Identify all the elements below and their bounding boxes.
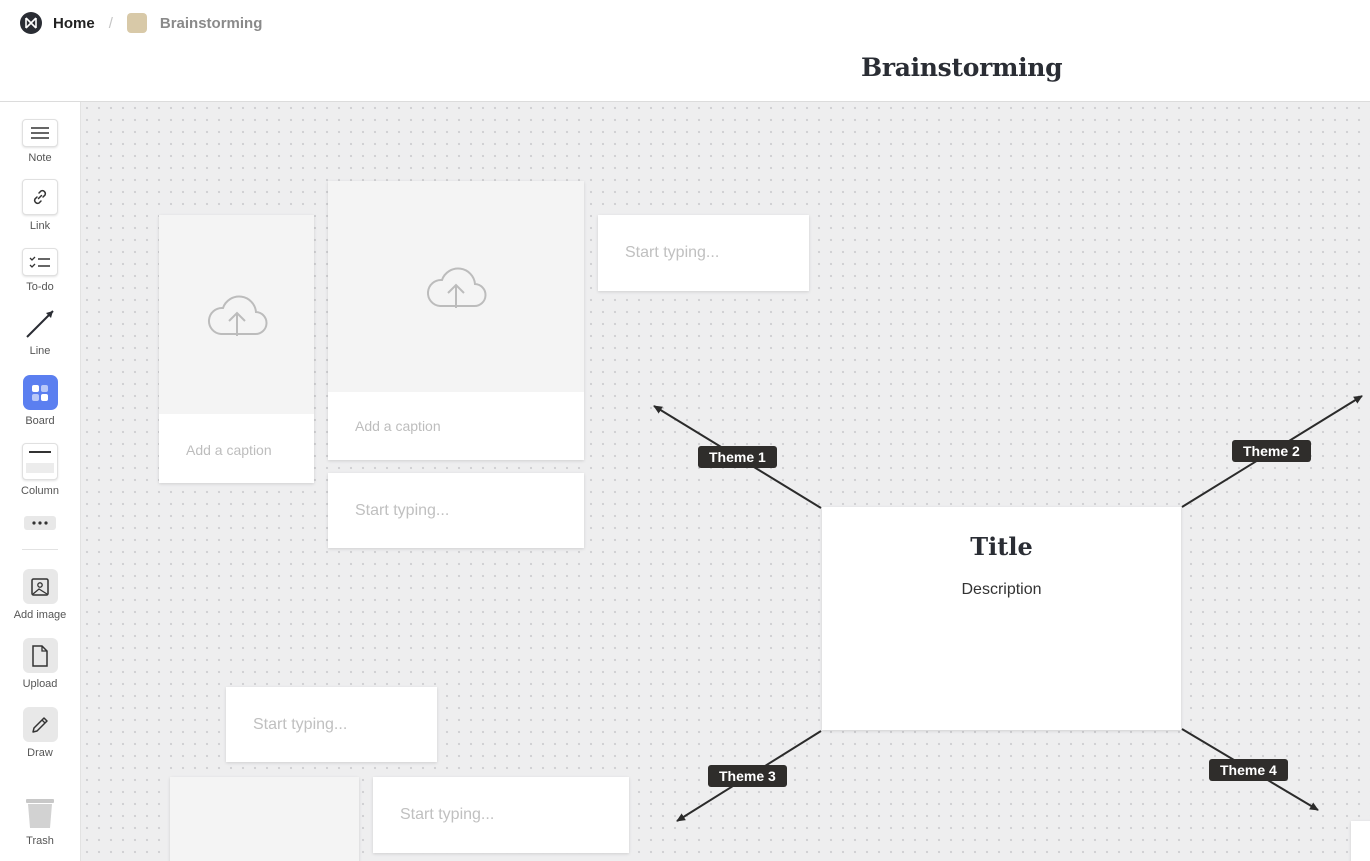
tool-draw[interactable]: Draw — [0, 707, 80, 759]
cloud-upload-icon — [427, 267, 487, 308]
image-card[interactable]: Add a caption — [159, 215, 314, 483]
tool-note-label: Note — [28, 152, 52, 164]
board-icon — [22, 375, 58, 410]
tool-todo-label: To-do — [26, 281, 54, 293]
tool-column-label: Column — [21, 485, 59, 497]
trash-icon — [23, 798, 57, 830]
image-card[interactable] — [170, 777, 359, 861]
link-icon — [22, 179, 58, 215]
tool-add-image-label: Add image — [13, 609, 67, 621]
note-placeholder[interactable]: Start typing... — [625, 244, 720, 261]
tool-trash[interactable]: Trash — [0, 798, 80, 847]
center-card-description[interactable]: Description — [961, 581, 1042, 598]
tool-trash-label: Trash — [26, 835, 54, 847]
board-canvas[interactable]: Add a caption Add a caption Start typing… — [81, 102, 1370, 861]
theme-label[interactable]: Theme 3 — [708, 765, 787, 787]
note-card[interactable]: Start typing... — [373, 777, 629, 853]
center-card-title[interactable]: Title — [970, 532, 1033, 561]
caption-input[interactable]: Add a caption — [355, 418, 441, 434]
file-icon — [22, 638, 58, 673]
note-placeholder[interactable]: Start typing... — [355, 502, 450, 519]
tool-link[interactable]: Link — [0, 179, 80, 232]
tool-line[interactable]: Line — [0, 308, 80, 357]
tool-link-label: Link — [29, 220, 51, 232]
center-card[interactable]: Title Description — [822, 507, 1181, 730]
tool-draw-label: Draw — [27, 747, 53, 759]
top-bar: Home / Brainstorming Brainstorming — [0, 0, 1370, 102]
page-title[interactable]: Brainstorming — [861, 53, 1063, 82]
line-icon — [23, 308, 57, 340]
note-card[interactable]: Start typing... — [598, 215, 809, 291]
image-card[interactable]: Add a caption — [328, 181, 584, 460]
tool-upload[interactable]: Upload — [0, 638, 80, 690]
note-placeholder[interactable]: Start typing... — [253, 716, 348, 733]
note-card[interactable]: Start typing... — [328, 473, 584, 548]
theme-label[interactable]: Theme 1 — [698, 446, 777, 468]
tool-board-label: Board — [25, 415, 55, 427]
column-icon — [22, 443, 58, 480]
breadcrumb: Home / Brainstorming — [20, 12, 262, 34]
tool-sidebar: Note Link To-do Line Board Column — [0, 102, 81, 861]
note-card[interactable]: Start typing... — [226, 687, 437, 762]
breadcrumb-board[interactable]: Brainstorming — [159, 14, 263, 32]
sidebar-divider — [22, 549, 58, 550]
note-placeholder[interactable]: Start typing... — [400, 806, 495, 823]
image-icon — [22, 569, 58, 604]
tool-note[interactable]: Note — [0, 119, 80, 164]
image-dropzone[interactable] — [328, 181, 584, 392]
more-icon — [24, 516, 56, 530]
image-dropzone[interactable] — [159, 215, 314, 414]
pencil-icon — [22, 707, 58, 742]
caption-input[interactable]: Add a caption — [186, 442, 272, 458]
cloud-upload-icon — [207, 295, 267, 336]
tool-add-image[interactable]: Add image — [0, 569, 80, 621]
board-swatch-icon — [126, 13, 147, 33]
theme-label[interactable]: Theme 2 — [1232, 440, 1311, 462]
offscreen-card[interactable] — [1351, 821, 1370, 861]
breadcrumb-home[interactable]: Home — [53, 14, 95, 32]
tool-line-label: Line — [29, 345, 51, 357]
more-tools-button[interactable] — [0, 516, 80, 530]
breadcrumb-separator: / — [108, 14, 113, 32]
tool-todo[interactable]: To-do — [0, 248, 80, 293]
todo-icon — [22, 248, 58, 276]
home-logo-icon[interactable] — [20, 12, 42, 34]
tool-column[interactable]: Column — [0, 443, 80, 497]
note-icon — [22, 119, 58, 147]
tool-upload-label: Upload — [22, 678, 58, 690]
theme-label[interactable]: Theme 4 — [1209, 759, 1288, 781]
tool-board[interactable]: Board — [0, 375, 80, 427]
